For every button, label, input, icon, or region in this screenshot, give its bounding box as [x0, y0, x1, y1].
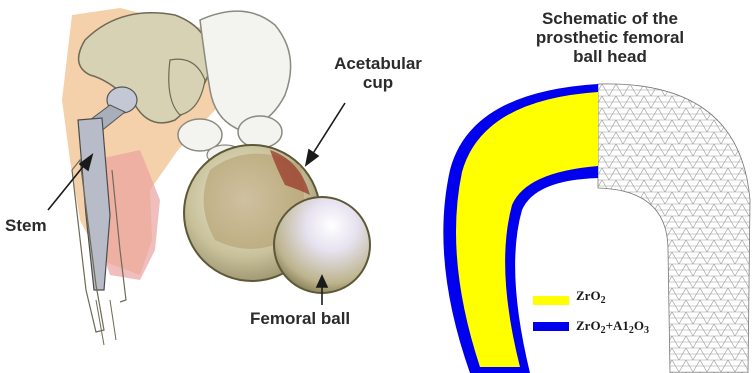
legend-f-3: +A1: [606, 318, 629, 333]
cup-ball-illustration: [184, 145, 370, 293]
acetabular-cup-label: Acetabular cup: [313, 54, 443, 92]
cup-arrow-head: [306, 150, 318, 165]
acetabular-cup-label-line-2: cup: [313, 73, 443, 92]
pelvis-wing-right: [200, 11, 291, 130]
schematic-title: Schematic of the prosthetic femoral ball…: [480, 9, 740, 66]
legend-f-5: O: [634, 318, 644, 333]
schematic-title-line-3: ball head: [480, 47, 740, 66]
legend-swatch-zro2-al2o3: [533, 322, 569, 331]
femoral-ball-label: Femoral ball: [250, 309, 350, 328]
cup-arrow-line: [312, 103, 345, 155]
legend-f-6: 3: [644, 325, 649, 336]
legend-f-1: ZrO: [576, 318, 601, 333]
legend-zro2-base: ZrO: [576, 288, 601, 303]
legend-label-zro2: ZrO2: [576, 288, 606, 306]
femur-lower-lines: [96, 300, 116, 345]
legend-zro2-sub: 2: [601, 295, 606, 306]
obturator-ring-right: [238, 116, 282, 148]
schematic-title-line-2: prosthetic femoral: [480, 28, 740, 47]
schematic-title-line-1: Schematic of the: [480, 9, 740, 28]
acetabular-cup-label-line-1: Acetabular: [313, 54, 443, 73]
stem-label: Stem: [5, 216, 47, 235]
legend-label-zro2-al2o3: ZrO2+A12O3: [576, 318, 649, 336]
legend-swatch-zro2: [533, 296, 569, 305]
